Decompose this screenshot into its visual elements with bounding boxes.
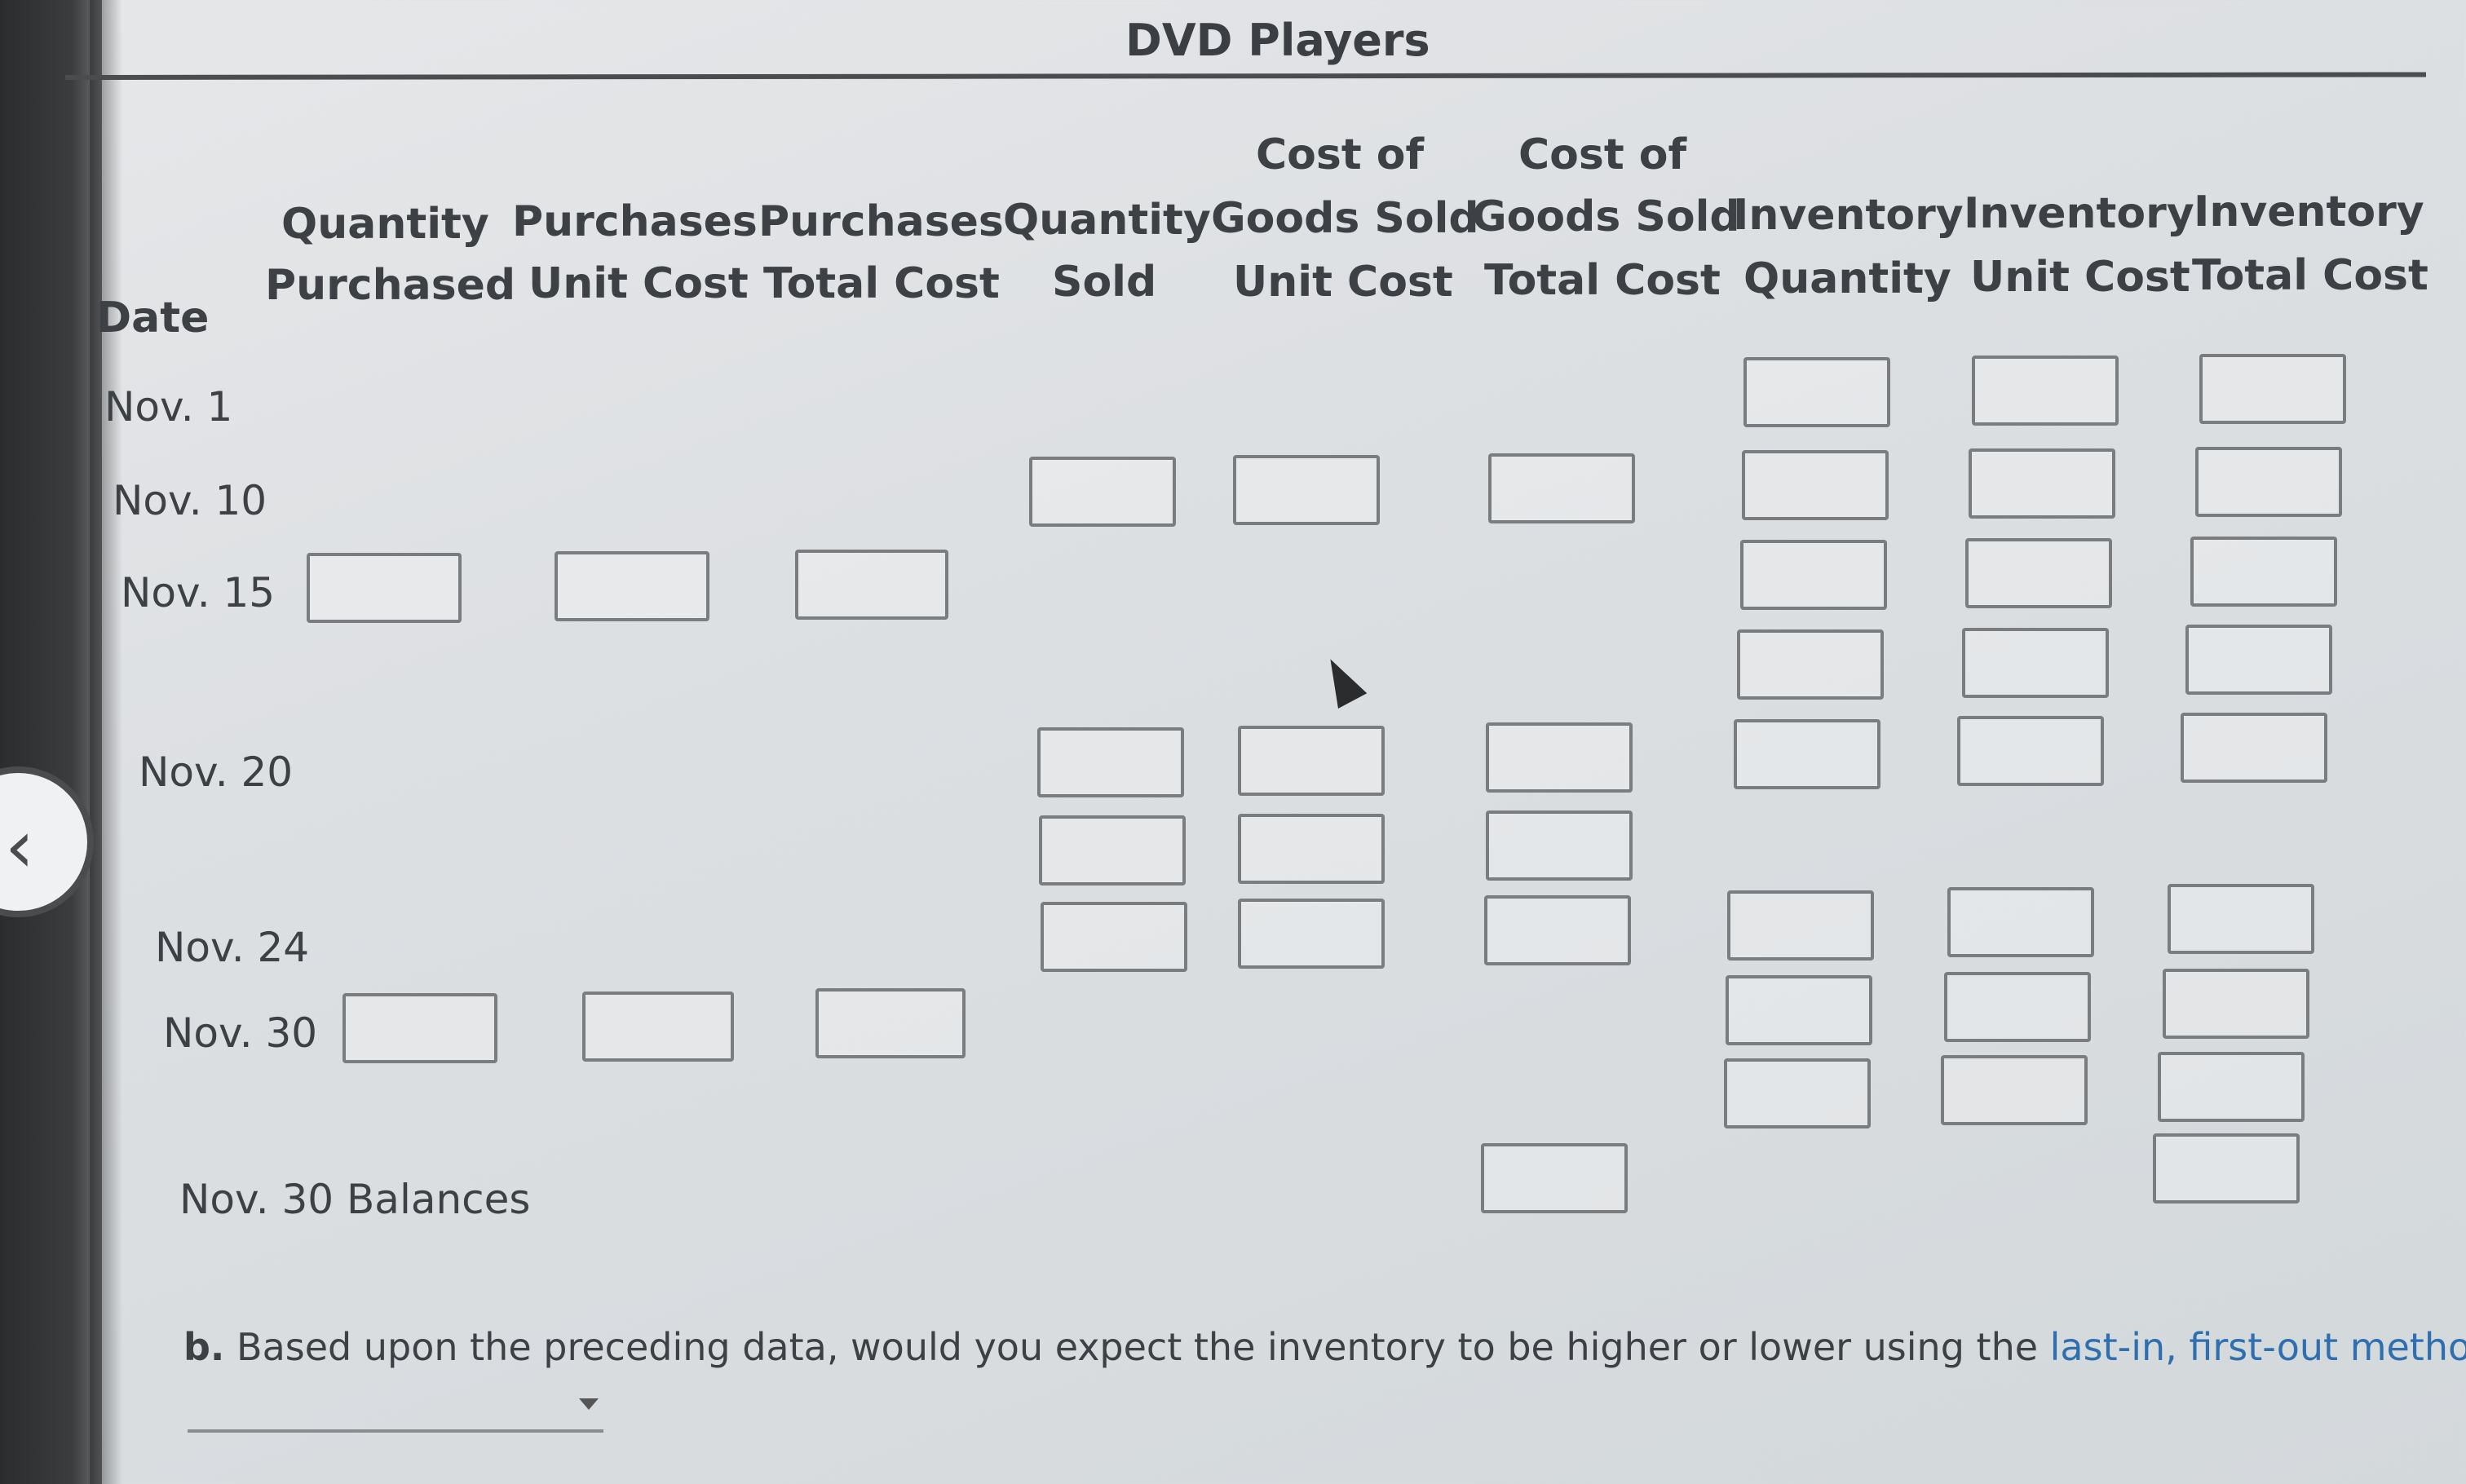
nov24-inv-total-input-2[interactable]	[2163, 969, 2309, 1039]
nov30-inv-total-input[interactable]	[2158, 1052, 2305, 1122]
nov10-cogs-total-input[interactable]	[1488, 453, 1635, 523]
balance-inv-total-input[interactable]	[2153, 1133, 2300, 1204]
hdr-inv-unit-1: Inventory	[1964, 189, 2194, 238]
hdr-cogs-unit-3: Unit Cost	[1233, 258, 1453, 307]
nov20-cogs-total-input-3[interactable]	[1484, 895, 1631, 965]
nov24-inv-unit-input-2[interactable]	[1944, 972, 2091, 1042]
row-label-nov10: Nov. 10	[113, 477, 267, 524]
nov24-inv-unit-input-1[interactable]	[1947, 887, 2094, 957]
hdr-inv-qty-2: Quantity	[1743, 254, 1951, 303]
hdr-cogs-unit-2: Goods Sold	[1211, 194, 1479, 243]
row-label-nov20: Nov. 20	[139, 749, 294, 796]
nov10-inv-qty-input[interactable]	[1742, 450, 1889, 520]
screen-bezel	[0, 0, 102, 1484]
chevron-down-icon	[579, 1398, 599, 1410]
hdr-pur-unit-1: Purchases	[512, 197, 758, 246]
lifo-link[interactable]: last-in, first-out method?	[2049, 1325, 2466, 1369]
title-divider	[64, 72, 2427, 80]
answer-dropdown[interactable]	[188, 1390, 603, 1433]
nov30-inv-unit-input[interactable]	[1941, 1055, 2088, 1125]
hdr-qty-sold-2: Sold	[1052, 258, 1157, 307]
nov15-inv-total-input-2[interactable]	[2185, 625, 2332, 695]
nov1-inv-unit-input[interactable]	[1972, 356, 2119, 426]
nov15-pur-total-input[interactable]	[795, 550, 948, 620]
nov20-qty-sold-input-2[interactable]	[1039, 815, 1186, 886]
hdr-pur-total-1: Purchases	[758, 197, 1004, 246]
hdr-date: Date	[96, 294, 210, 342]
hdr-qty-sold-1: Quantity	[1003, 196, 1211, 245]
nov15-inv-unit-input-2[interactable]	[1962, 628, 2109, 698]
nov20-cogs-unit-input-2[interactable]	[1238, 814, 1385, 884]
mouse-pointer-icon	[1315, 651, 1368, 709]
nov30-qty-purchased-input[interactable]	[342, 993, 497, 1063]
hdr-inv-qty-1: Inventory	[1733, 191, 1964, 240]
hdr-cogs-total-1: Cost of	[1518, 130, 1687, 179]
nov15-qty-purchased-input[interactable]	[307, 553, 462, 623]
row-label-nov30: Nov. 30	[163, 1009, 318, 1057]
nov10-cogs-unit-input[interactable]	[1233, 455, 1380, 525]
hdr-inv-total-1: Inventory	[2194, 188, 2424, 236]
nov1-inv-total-input[interactable]	[2199, 354, 2346, 424]
nov15-pur-unit-input[interactable]	[555, 551, 709, 621]
nov15-inv-unit-input-1[interactable]	[1965, 538, 2112, 608]
row-label-nov24: Nov. 24	[155, 924, 310, 971]
bezel-shadow	[90, 0, 122, 1484]
hdr-pur-unit-2: Unit Cost	[528, 259, 749, 308]
question-text: Based upon the preceding data, would you…	[236, 1325, 2039, 1369]
hdr-qty-purchased-1: Quantity	[281, 200, 489, 249]
nov10-inv-total-input[interactable]	[2195, 447, 2342, 517]
nov20-qty-sold-input-1[interactable]	[1037, 727, 1184, 797]
hdr-cogs-unit-1: Cost of	[1256, 130, 1425, 179]
question-b: b. Based upon the preceding data, would …	[183, 1325, 2466, 1369]
hdr-inv-unit-2: Unit Cost	[1970, 253, 2190, 302]
nov10-qty-sold-input[interactable]	[1029, 457, 1176, 527]
nov30-pur-total-input[interactable]	[815, 988, 966, 1058]
hdr-cogs-total-2: Goods Sold	[1472, 192, 1740, 241]
nov24-inv-total-input-1[interactable]	[2168, 884, 2314, 954]
nov15-inv-total-input-1[interactable]	[2190, 537, 2337, 607]
nov20-cogs-total-input-2[interactable]	[1486, 810, 1633, 881]
nov20-cogs-total-input-1[interactable]	[1486, 722, 1633, 793]
nov20-inv-total-input-1[interactable]	[2181, 713, 2327, 783]
chevron-left-icon: ‹	[5, 804, 34, 890]
nov30-inv-qty-input[interactable]	[1724, 1058, 1871, 1128]
page-title: DVD Players	[1125, 15, 1430, 66]
nov24-inv-qty-input-1[interactable]	[1727, 890, 1874, 961]
hdr-inv-total-2: Total Cost	[2192, 251, 2428, 300]
row-label-nov15: Nov. 15	[121, 569, 276, 616]
nov15-inv-qty-input-2[interactable]	[1737, 629, 1884, 700]
nov1-inv-qty-input[interactable]	[1743, 357, 1890, 427]
nov15-inv-qty-input-1[interactable]	[1740, 540, 1887, 610]
nov20-cogs-unit-input-1[interactable]	[1238, 726, 1385, 796]
hdr-pur-total-2: Total Cost	[763, 259, 1000, 308]
nov20-inv-unit-input-1[interactable]	[1957, 716, 2104, 786]
hdr-cogs-total-3: Total Cost	[1484, 256, 1721, 305]
nov20-inv-qty-input-1[interactable]	[1734, 719, 1880, 789]
row-label-nov30-balances: Nov. 30 Balances	[179, 1176, 531, 1223]
nov10-inv-unit-input[interactable]	[1969, 448, 2115, 519]
nov20-qty-sold-input-3[interactable]	[1041, 902, 1187, 972]
balance-cogs-total-input[interactable]	[1481, 1143, 1628, 1213]
nov30-pur-unit-input[interactable]	[582, 992, 734, 1062]
hdr-qty-purchased-2: Purchased	[265, 261, 516, 310]
question-label: b.	[183, 1325, 225, 1369]
nov24-inv-qty-input-2[interactable]	[1726, 975, 1872, 1045]
row-label-nov1: Nov. 1	[104, 383, 233, 431]
nov20-cogs-unit-input-3[interactable]	[1238, 899, 1385, 969]
